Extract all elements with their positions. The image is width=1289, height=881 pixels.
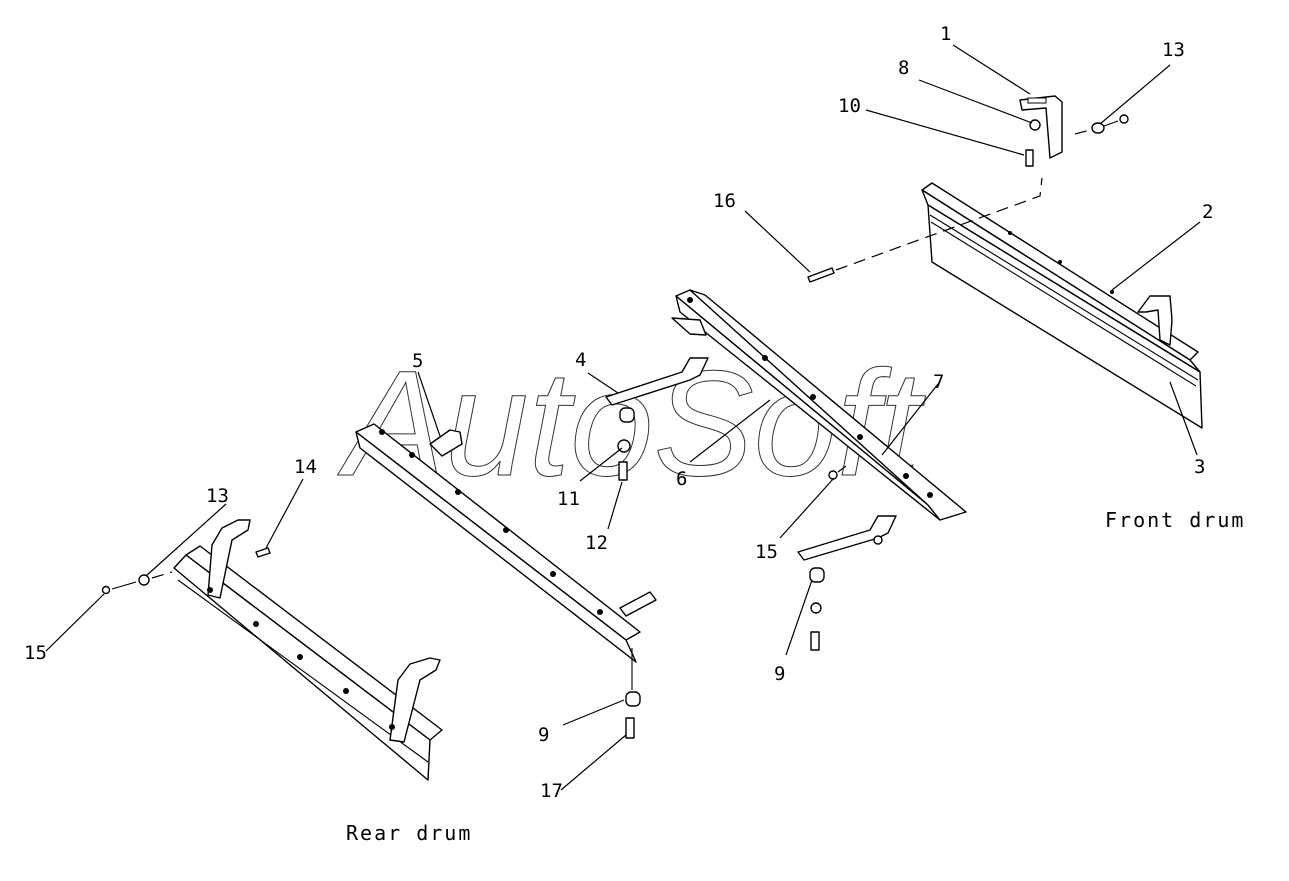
- part-12-bolt: [618, 461, 628, 481]
- rear-bar-face: [355, 431, 637, 663]
- part-16-pin: [807, 267, 835, 283]
- assembly-dash-line: [835, 177, 1043, 271]
- part-17-bolt: [625, 717, 635, 739]
- right-spacer: [809, 567, 825, 583]
- front-scraper-blade: [927, 204, 1203, 429]
- callout-8: 8: [898, 57, 909, 79]
- rear-drum-caption: Rear drum: [346, 821, 472, 845]
- right-bolt: [810, 631, 820, 651]
- part-6-tab: [671, 317, 707, 336]
- callout-11: 11: [557, 488, 580, 510]
- rear-drum-blade: [173, 554, 431, 781]
- callout-12: 12: [585, 532, 608, 554]
- callout-13-rear: 13: [206, 485, 229, 507]
- callout-4: 4: [575, 349, 586, 371]
- callout-16: 16: [713, 190, 736, 212]
- callout-10: 10: [838, 95, 861, 117]
- middle-support-assembly: [605, 289, 967, 651]
- rear-part-15-nut: [101, 585, 111, 595]
- rear-right-bracket: [389, 657, 441, 743]
- part-4-arm: [605, 357, 709, 406]
- rear-left-bracket: [207, 519, 251, 599]
- part-13-nut: [1119, 114, 1129, 124]
- callout-3: 3: [1194, 456, 1205, 478]
- callout-17: 17: [540, 780, 563, 802]
- front-drum-caption: Front drum: [1105, 508, 1245, 532]
- right-arm: [797, 515, 897, 561]
- part-5-bracket: [429, 429, 463, 457]
- callout-15-mid: 15: [755, 541, 778, 563]
- callout-7: 7: [933, 371, 944, 393]
- front-drum-assembly: [807, 95, 1203, 429]
- front-bar-bracket: [1137, 295, 1173, 346]
- callout-9-rear: 9: [538, 724, 549, 746]
- part-15-nut-mid: [828, 470, 838, 480]
- part-4-spacer: [619, 407, 635, 423]
- part-10-bolt: [1025, 149, 1034, 167]
- rear-drum-assembly: [101, 519, 443, 781]
- callout-6: 6: [676, 468, 687, 490]
- part-14-bolt: [255, 547, 271, 558]
- callout-15-rear: 15: [24, 642, 47, 664]
- callout-1: 1: [940, 23, 951, 45]
- callout-5: 5: [412, 350, 423, 372]
- rear-part-13-washer: [138, 574, 150, 586]
- part-13-washer: [1091, 122, 1105, 134]
- callout-9-right: 9: [774, 663, 785, 685]
- part-8-washer: [1029, 119, 1041, 131]
- right-nut: [873, 535, 883, 545]
- part-6-flange: [689, 289, 967, 521]
- part-9-spacer: [625, 691, 641, 707]
- rear-bar-tab: [619, 591, 657, 617]
- leader-lines: [45, 44, 1201, 791]
- callout-numbers: 1 8 10 13 16 2 3 4 5 6 11 12 14 13 15 15…: [24, 23, 1213, 802]
- callout-13-front: 13: [1162, 39, 1185, 61]
- callout-2: 2: [1202, 201, 1213, 223]
- callout-14: 14: [294, 456, 317, 478]
- rear-center-bar: [355, 423, 657, 739]
- part-1-bracket: [1019, 95, 1063, 159]
- right-washer: [810, 602, 822, 614]
